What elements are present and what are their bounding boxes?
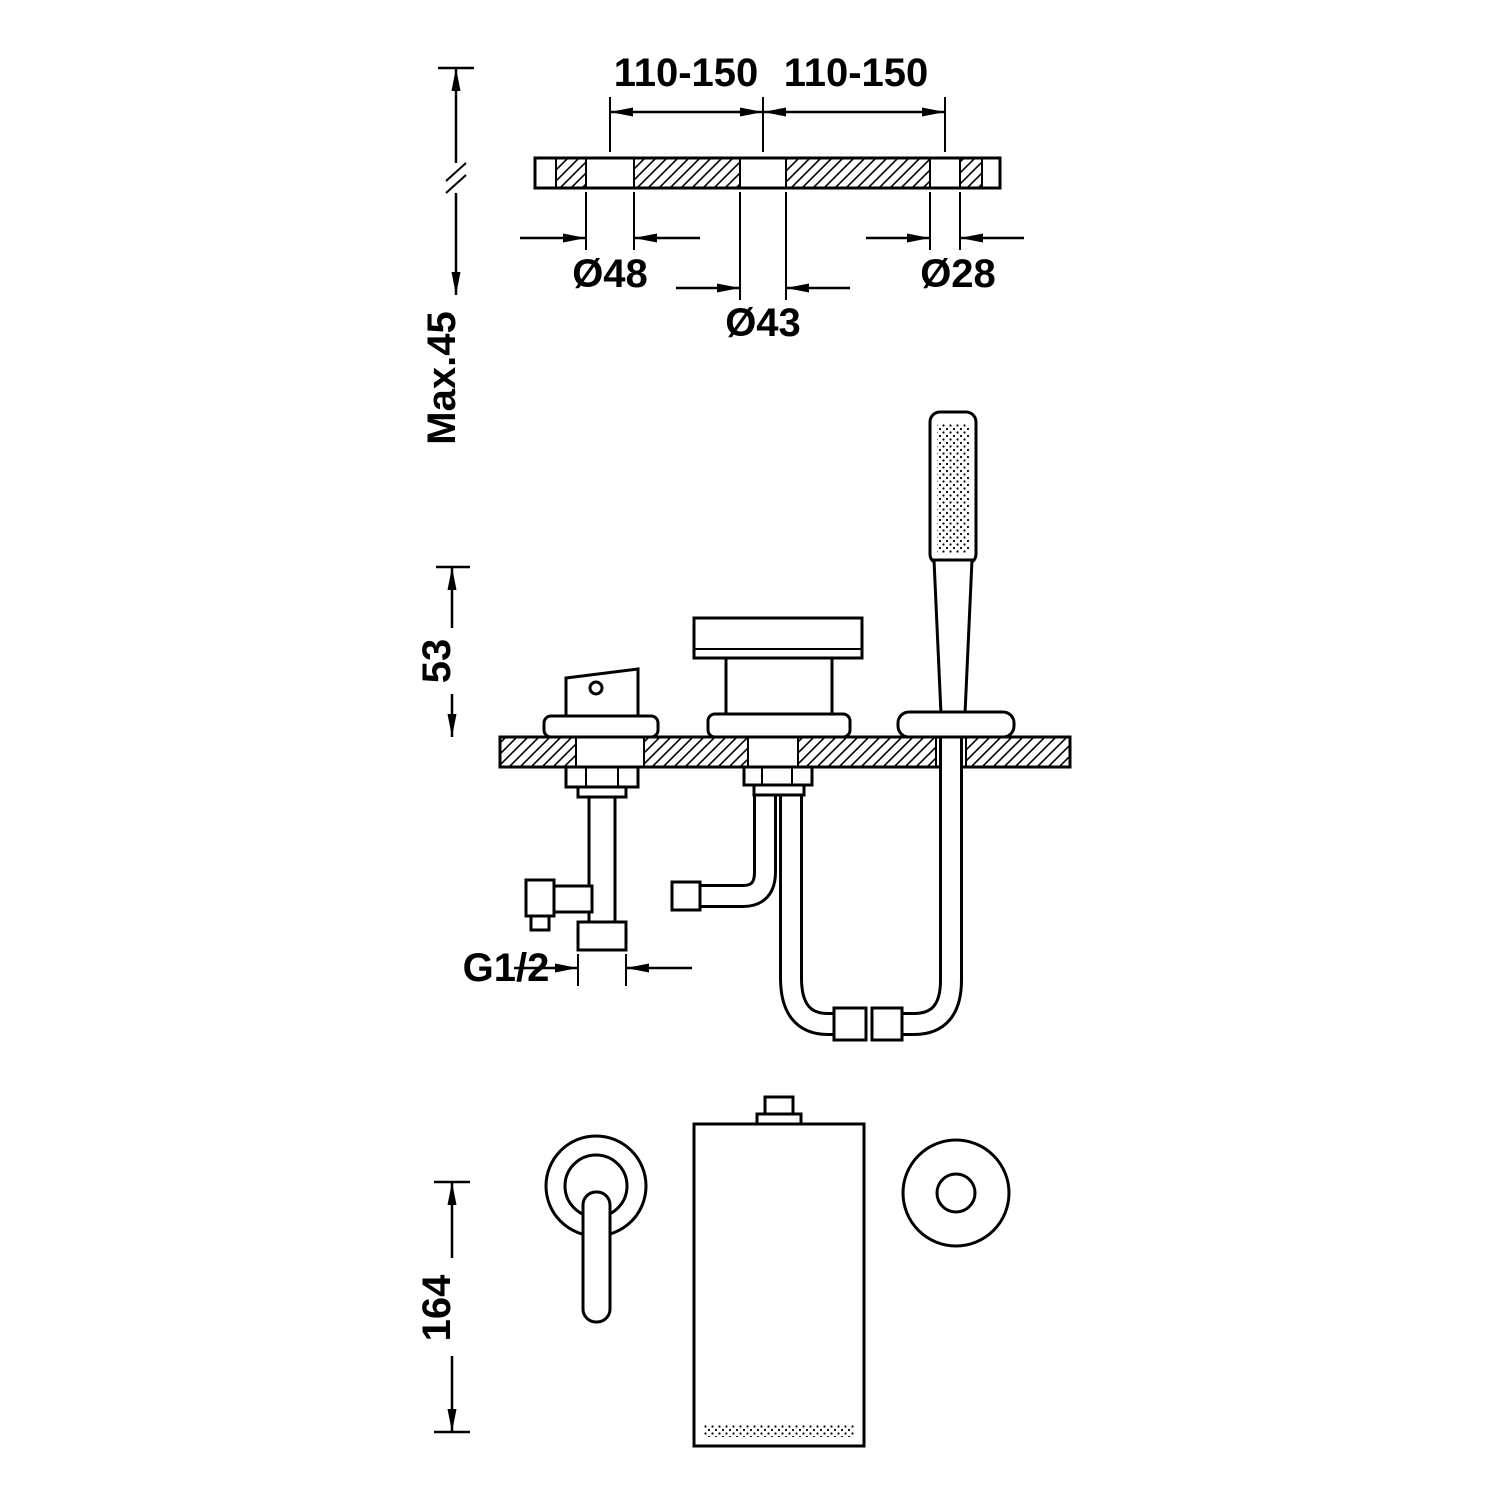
dim-dia-48: Ø48 [572, 252, 648, 296]
dim-53: 53 [415, 639, 459, 684]
deck-hole-edges [575, 737, 967, 767]
handshower-side-view [896, 410, 1016, 739]
dimension-hole-diameter-right: Ø28 [866, 192, 1024, 296]
handle-fixing-nut [564, 765, 640, 799]
handle-front-view [544, 1134, 648, 1324]
spout-side-view [692, 616, 864, 739]
dim-164: 164 [415, 1274, 459, 1341]
handshower-hose [870, 714, 963, 1042]
spout-front-view [692, 1095, 866, 1448]
handshower-holder [896, 710, 1016, 739]
dimension-hole-spacing: 110-150 110-150 [609, 51, 946, 152]
dimension-hole-diameter-center: Ø43 [676, 192, 850, 345]
dimension-spout-height: 53 [415, 565, 470, 737]
dim-g12: G1/2 [463, 946, 550, 990]
deck-side-section [498, 735, 1072, 769]
dim-dia-28: Ø28 [920, 252, 996, 296]
spout-fixing-nut [742, 765, 814, 797]
dimension-thread-size: G1/2 [463, 946, 692, 990]
spout-aerator-strip [704, 1425, 854, 1437]
spray-face-dots [937, 423, 969, 553]
spout-top-knob [763, 1095, 795, 1116]
hole-edges [555, 158, 983, 188]
dim-max-45: Max.45 [420, 311, 464, 444]
dimension-hole-diameter-left: Ø48 [520, 192, 700, 296]
dim-dia-43: Ø43 [725, 301, 801, 345]
handshower-holder-front-view [901, 1138, 1011, 1248]
dim-span-left: 110-150 [614, 51, 759, 95]
handle-screw-hole [588, 680, 604, 696]
dimension-max-deck-thickness: Max.45 [420, 66, 474, 445]
dim-span-right: 110-150 [784, 51, 929, 95]
spout-supply-hoses [670, 795, 868, 1042]
mixer-handle-side-view [542, 667, 660, 739]
dimension-handle-height: 164 [415, 1180, 470, 1434]
handle-supply-pipe [524, 795, 628, 952]
handle-lever [581, 1190, 612, 1324]
deck-plate-cross-section [533, 156, 1002, 190]
